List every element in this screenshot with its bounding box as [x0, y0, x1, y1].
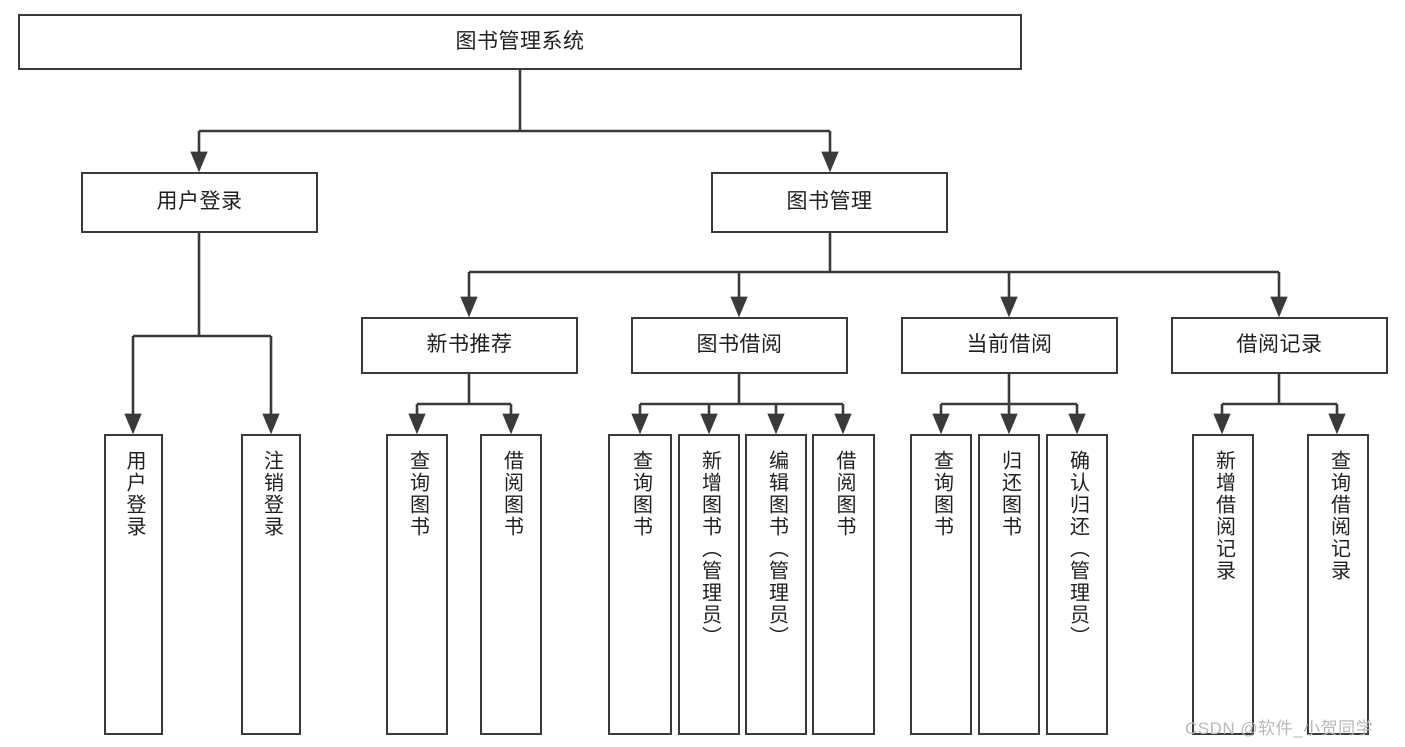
node-leaf-query-book-borrow[interactable]: 查询图书: [608, 434, 672, 735]
node-leaf-borrow-book-label: 借阅图书: [833, 450, 855, 538]
node-leaf-edit-book-label: 编辑图书（管理员）: [765, 450, 788, 648]
node-leaf-query-book-current[interactable]: 查询图书: [910, 434, 972, 735]
node-book-manage-label: 图书管理: [786, 190, 873, 214]
node-root[interactable]: 图书管理系统: [18, 14, 1022, 70]
node-leaf-borrow-book[interactable]: 借阅图书: [812, 434, 875, 735]
node-borrow-record-label: 借阅记录: [1236, 333, 1323, 357]
node-current-borrow-label: 当前借阅: [966, 333, 1053, 357]
node-leaf-borrow-book-rec[interactable]: 借阅图书: [480, 434, 542, 735]
node-leaf-add-book-label: 新增图书（管理员）: [698, 450, 721, 648]
node-root-label: 图书管理系统: [455, 29, 585, 53]
node-leaf-return-book[interactable]: 归还图书: [978, 434, 1040, 735]
node-leaf-user-login[interactable]: 用户登录: [104, 434, 163, 735]
node-leaf-edit-book[interactable]: 编辑图书（管理员）: [745, 434, 807, 735]
node-user-login-label: 用户登录: [156, 190, 243, 214]
node-leaf-borrow-book-rec-label: 借阅图书: [500, 450, 523, 538]
node-leaf-add-book[interactable]: 新增图书（管理员）: [678, 434, 740, 735]
node-leaf-confirm-return[interactable]: 确认归还（管理员）: [1046, 434, 1108, 735]
node-book-borrow[interactable]: 图书借阅: [631, 317, 848, 374]
node-new-book-rec-label: 新书推荐: [426, 333, 513, 357]
node-current-borrow[interactable]: 当前借阅: [901, 317, 1118, 374]
node-leaf-query-record-label: 查询借阅记录: [1327, 450, 1350, 582]
node-leaf-user-logout-label: 注销登录: [260, 450, 283, 538]
node-leaf-add-record[interactable]: 新增借阅记录: [1192, 434, 1254, 735]
node-user-login[interactable]: 用户登录: [81, 172, 318, 233]
node-leaf-user-logout[interactable]: 注销登录: [241, 434, 301, 735]
node-leaf-add-record-label: 新增借阅记录: [1212, 450, 1235, 582]
node-new-book-rec[interactable]: 新书推荐: [361, 317, 578, 374]
node-leaf-query-book-rec-label: 查询图书: [406, 450, 429, 538]
node-leaf-query-book-borrow-label: 查询图书: [629, 450, 652, 538]
csdn-watermark: CSDN @软件_小贺同学: [1185, 719, 1374, 738]
node-book-manage[interactable]: 图书管理: [711, 172, 948, 233]
node-borrow-record[interactable]: 借阅记录: [1171, 317, 1388, 374]
node-leaf-user-login-label: 用户登录: [123, 450, 145, 538]
node-leaf-confirm-return-label: 确认归还（管理员）: [1066, 450, 1089, 648]
node-book-borrow-label: 图书借阅: [696, 333, 783, 357]
node-leaf-return-book-label: 归还图书: [998, 450, 1021, 538]
node-leaf-query-book-current-label: 查询图书: [930, 450, 953, 538]
node-leaf-query-book-rec[interactable]: 查询图书: [386, 434, 448, 735]
node-leaf-query-record[interactable]: 查询借阅记录: [1307, 434, 1369, 735]
